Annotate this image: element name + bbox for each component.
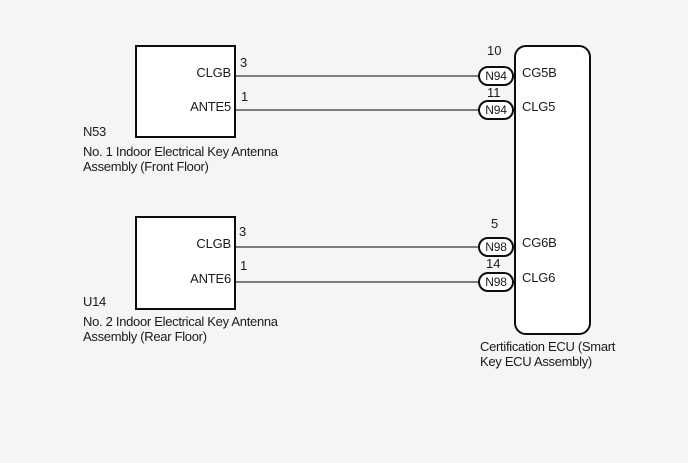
component-name-n53-line2: Assembly (Front Floor) xyxy=(83,159,209,174)
ecu-pin-label-cg5b: CG5B xyxy=(522,65,557,80)
connector-oval-n94-cg5b: N94 xyxy=(478,66,514,86)
pin-label-ante6-u14: ANTE6 xyxy=(190,271,231,286)
wire-ante6-to-clg6 xyxy=(236,281,480,283)
ecu-pin-label-clg5: CLG5 xyxy=(522,99,556,114)
connector-oval-n98-cg6b: N98 xyxy=(478,237,514,257)
ecu-pin-label-clg6: CLG6 xyxy=(522,270,556,285)
ecu-pin-number-11: 11 xyxy=(487,85,501,100)
component-box-u14 xyxy=(135,216,236,310)
ecu-pin-number-14: 14 xyxy=(486,256,501,271)
component-name-u14-line1: No. 2 Indoor Electrical Key Antenna xyxy=(83,314,278,329)
pin-number-3-n53: 3 xyxy=(240,55,248,70)
connector-oval-n94-clg5: N94 xyxy=(478,100,514,120)
wire-ante5-to-clg5 xyxy=(236,109,480,111)
pin-number-3-u14: 3 xyxy=(239,224,247,239)
connector-oval-n98-clg6: N98 xyxy=(478,272,514,292)
ecu-name-line1: Certification ECU (Smart xyxy=(480,339,616,354)
component-name-u14-line2: Assembly (Rear Floor) xyxy=(83,329,207,344)
ecu-pin-label-cg6b: CG6B xyxy=(522,235,557,250)
component-name-n53-line1: No. 1 Indoor Electrical Key Antenna xyxy=(83,144,278,159)
component-id-u14: U14 xyxy=(83,294,106,309)
wire-clgb-to-cg5b xyxy=(236,75,480,77)
pin-number-1-u14: 1 xyxy=(240,258,248,273)
ecu-box xyxy=(514,45,591,335)
pin-label-ante5-n53: ANTE5 xyxy=(190,99,231,114)
pin-label-clgb-n53: CLGB xyxy=(196,65,231,80)
pin-number-1-n53: 1 xyxy=(241,89,249,104)
pin-label-clgb-u14: CLGB xyxy=(196,236,231,251)
ecu-name-line2: Key ECU Assembly) xyxy=(480,354,592,369)
ecu-pin-number-5: 5 xyxy=(491,216,499,231)
component-id-n53: N53 xyxy=(83,124,106,139)
component-box-n53 xyxy=(135,45,236,138)
ecu-pin-number-10: 10 xyxy=(487,43,502,58)
wire-clgb-to-cg6b xyxy=(236,246,480,248)
